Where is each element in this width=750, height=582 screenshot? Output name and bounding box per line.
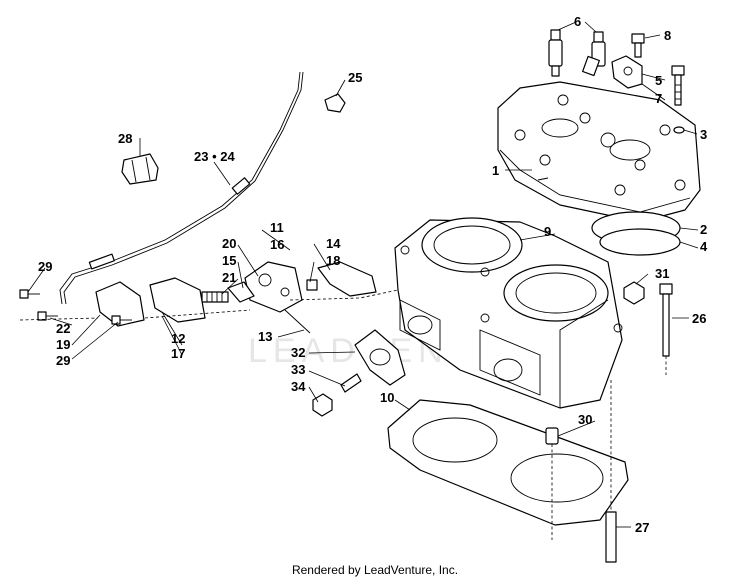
callout-26: 26 xyxy=(692,311,706,326)
callout-18: 18 xyxy=(326,253,340,268)
callout-8: 8 xyxy=(664,28,671,43)
callout-21: 21 xyxy=(222,270,236,285)
callout-9: 9 xyxy=(544,224,551,239)
cylinder-block xyxy=(394,217,623,409)
stud xyxy=(605,511,617,563)
base-gasket xyxy=(387,399,629,526)
callout-3: 3 xyxy=(700,127,707,142)
callout-16: 16 xyxy=(270,237,284,252)
valve-spring xyxy=(201,291,229,303)
callout-34: 34 xyxy=(291,379,306,394)
callout-30: 30 xyxy=(578,412,592,427)
control-cable xyxy=(59,71,301,305)
callout-11: 11 xyxy=(270,220,284,235)
exhaust-gasket xyxy=(354,329,406,386)
callout-6: 6 xyxy=(574,14,581,29)
callout-12: 12 xyxy=(171,331,185,346)
o-ring-4 xyxy=(599,228,681,256)
nut xyxy=(623,281,645,305)
callout-22: 22 xyxy=(56,321,70,336)
head-bolts xyxy=(631,33,685,106)
cylinder-head xyxy=(497,81,701,223)
leader-lines xyxy=(19,21,699,528)
spark-plugs xyxy=(548,29,606,77)
bracket xyxy=(611,55,643,89)
callout-7: 7 xyxy=(655,91,662,106)
callout-15: 15 xyxy=(222,253,236,268)
exhaust-stud xyxy=(340,373,362,393)
cable-clip xyxy=(324,93,346,113)
footer-credit: Rendered by LeadVenture, Inc. xyxy=(291,563,459,577)
callout-28: 28 xyxy=(118,131,132,146)
stud-bolt xyxy=(659,283,673,357)
callout-4: 4 xyxy=(700,239,708,254)
callout-27: 27 xyxy=(635,520,649,535)
dowel xyxy=(545,427,559,445)
callout-10: 10 xyxy=(380,390,394,405)
valve-pin xyxy=(306,279,318,291)
callout-32: 32 xyxy=(291,345,305,360)
callout-33: 33 xyxy=(291,362,305,377)
callout-29-bottom: 29 xyxy=(56,353,70,368)
cable-bracket xyxy=(95,281,145,327)
callout-19: 19 xyxy=(56,337,70,352)
screws xyxy=(19,289,132,325)
callout-25: 25 xyxy=(348,70,362,85)
callout-14: 14 xyxy=(326,236,341,251)
cable-holder xyxy=(121,153,159,185)
exhaust-nut xyxy=(312,393,333,417)
callout-2: 2 xyxy=(700,222,707,237)
valve-cover xyxy=(149,277,206,323)
callout-20: 20 xyxy=(222,236,236,251)
callout-17: 17 xyxy=(171,346,185,361)
callout-5: 5 xyxy=(655,73,662,88)
callout-labels: 1 2 3 4 5 6 7 8 9 10 11 12 13 14 15 16 1… xyxy=(38,14,708,535)
callout-29-top: 29 xyxy=(38,259,52,274)
valve-cap xyxy=(227,281,255,303)
callout-1: 1 xyxy=(492,163,499,178)
callout-13: 13 xyxy=(258,329,272,344)
washer xyxy=(673,126,685,134)
callout-31: 31 xyxy=(655,266,669,281)
callout-23-24: 23 • 24 xyxy=(194,149,235,164)
exhaust-valve xyxy=(317,261,377,297)
